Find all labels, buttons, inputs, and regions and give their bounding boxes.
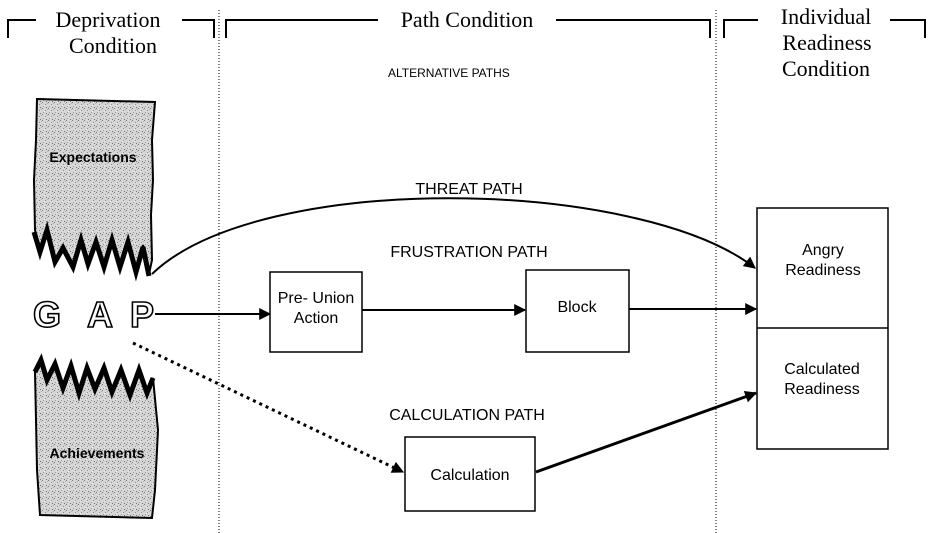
header-readiness-line2: Readiness xyxy=(782,30,871,55)
threat-path-label: THREAT PATH xyxy=(415,181,522,198)
deprivation-bracket-left xyxy=(7,19,36,38)
header-readiness-line3: Condition xyxy=(782,56,870,81)
achievements-label: Achievements xyxy=(50,445,145,461)
angry-readiness-line1: Angry xyxy=(802,242,844,259)
pre-union-label-line1: Pre- Union xyxy=(278,290,354,307)
header-deprivation-line1: Deprivation xyxy=(55,7,160,32)
pre-union-action-box xyxy=(269,271,363,353)
threat-arrow xyxy=(151,197,756,275)
readiness-bracket-right xyxy=(890,19,926,38)
gap-letter-g: G xyxy=(33,294,61,335)
header-readiness-line1: Individual xyxy=(781,4,871,29)
connectors xyxy=(132,197,758,474)
expectations-card: Expectations xyxy=(31,97,157,282)
boxes xyxy=(269,207,889,512)
header-deprivation-line2: Condition xyxy=(69,33,157,58)
gap-letter-p: P xyxy=(130,294,154,335)
deprivation-bracket-right xyxy=(182,19,215,38)
gap-to-calculation-arrow xyxy=(132,341,405,474)
block-label: Block xyxy=(557,299,597,316)
column-separators xyxy=(218,10,717,533)
block-box xyxy=(525,269,630,353)
calculated-readiness-line2: Readiness xyxy=(784,381,860,398)
expectations-label: Expectations xyxy=(49,149,136,165)
calculation-path-label: CALCULATION PATH xyxy=(389,407,545,424)
achievements-card: Achievements xyxy=(32,353,160,520)
frustration-path-label: FRUSTRATION PATH xyxy=(390,244,547,261)
pre-union-label-line2: Action xyxy=(294,310,338,327)
header-brackets xyxy=(7,19,926,38)
calculated-readiness-line1: Calculated xyxy=(784,361,860,378)
calculation-to-readiness-arrow xyxy=(535,391,758,474)
header-path: Path Condition xyxy=(401,7,534,32)
readiness-bracket-left xyxy=(723,19,758,38)
gap-letter-a: A xyxy=(87,294,113,335)
calculation-label: Calculation xyxy=(430,467,509,484)
alternative-paths-label: ALTERNATIVE PATHS xyxy=(388,66,510,80)
angry-readiness-line2: Readiness xyxy=(785,262,861,279)
path-bracket-right xyxy=(556,19,711,38)
calculation-box xyxy=(404,436,536,512)
path-bracket-left xyxy=(225,19,378,38)
